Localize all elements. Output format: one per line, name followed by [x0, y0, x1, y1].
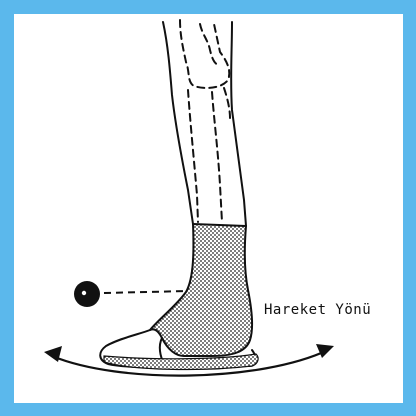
movement-direction-label: Hareket Yönü: [264, 302, 371, 318]
arrow-right-icon: [316, 344, 334, 358]
ankle-sleeve: [150, 224, 252, 356]
pivot-marker: [74, 281, 188, 307]
leg-outline: [163, 22, 246, 226]
